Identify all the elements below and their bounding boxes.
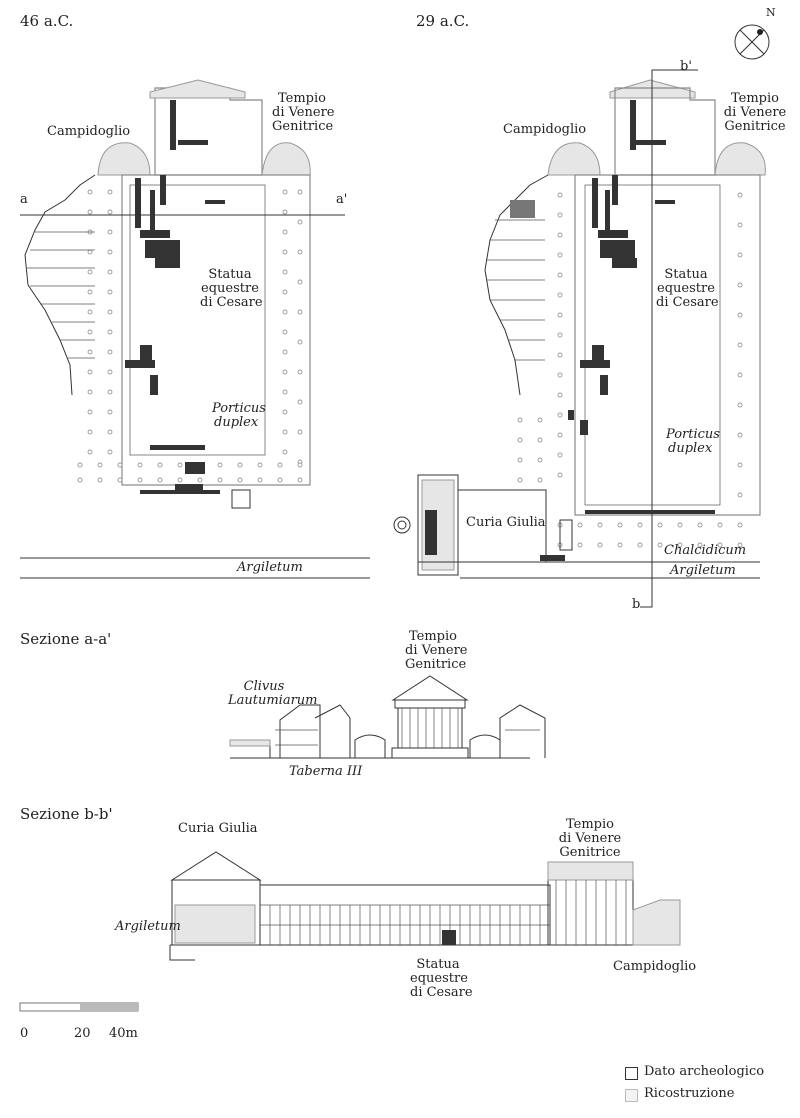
section-bb-tempio-line1: Tempio xyxy=(566,817,614,832)
legend-swatch-ricostruzione xyxy=(625,1089,638,1102)
plan-date-right: 29 a.C. xyxy=(416,12,470,30)
label-statua-left-line1: Statua xyxy=(208,267,252,282)
legend-item-ricostruzione: Ricostruzione xyxy=(625,1086,795,1108)
plan-date-left: 46 a.C. xyxy=(20,12,74,30)
section-aa-clivus-line2: Lautumiarum xyxy=(228,693,318,708)
section-bb-statua-line3: di Cesare xyxy=(410,985,473,1000)
section-bb-statua: Statua equestre di Cesare xyxy=(410,957,473,1000)
section-bb-statua-line1: Statua xyxy=(416,957,460,972)
label-porticus-right-line1: Porticus xyxy=(666,427,720,442)
section-bb-tempio: Tempio di Venere Genitrice xyxy=(558,818,622,860)
label-tempio-right-line3: Genitrice xyxy=(724,119,786,134)
label-statua-right-line1: Statua xyxy=(664,267,708,282)
label-statua-left: Statua equestre di Cesare xyxy=(200,267,263,310)
curia-giulia-plan xyxy=(393,474,573,576)
remains-left xyxy=(125,100,225,494)
colonnade-left xyxy=(87,189,113,455)
label-argiletum-left: Argiletum xyxy=(237,560,303,575)
label-tempio-right-line1: Tempio xyxy=(731,91,779,106)
label-statua-right-line3: di Cesare xyxy=(656,295,719,310)
section-mark-b-prime: b' xyxy=(680,59,692,74)
section-bb-columns xyxy=(269,905,541,945)
section-mark-a: a xyxy=(20,192,28,207)
scale-label-40m: 40m xyxy=(109,1026,138,1041)
scale-label-20: 20 xyxy=(74,1026,91,1041)
label-tempio-left-line1: Tempio xyxy=(278,91,326,106)
section-mark-b: b xyxy=(632,597,641,612)
label-curia-right: Curia Giulia xyxy=(466,515,546,530)
scale-bar-graphic xyxy=(19,1002,139,1012)
section-aa-tempio-line2: di Venere xyxy=(405,643,468,658)
label-statua-left-line2: equestre xyxy=(201,281,259,296)
north-label: N xyxy=(766,6,776,19)
scale-label-0: 0 xyxy=(20,1026,29,1041)
label-porticus-left: Porticus duplex xyxy=(212,402,266,430)
label-tempio-right-line2: di Venere xyxy=(723,105,787,120)
label-campidoglio-right: Campidoglio xyxy=(503,122,587,137)
section-bb-argiletum: Argiletum xyxy=(115,919,181,934)
section-aa-clivus-line1: Clivus xyxy=(243,679,285,694)
label-campidoglio-left: Campidoglio xyxy=(47,124,131,139)
label-statua-left-line3: di Cesare xyxy=(200,295,263,310)
legend-swatch-archeologico xyxy=(625,1067,638,1080)
plan-29-bc xyxy=(393,24,770,608)
label-chalcidicum: Chalcidicum xyxy=(664,543,747,558)
plan-46-bc xyxy=(20,79,370,579)
section-bb-drawing xyxy=(169,851,681,961)
legend-label-ricostruzione: Ricostruzione xyxy=(644,1086,735,1101)
section-aa-taberna: Taberna III xyxy=(289,764,363,779)
label-statua-right: Statua equestre di Cesare xyxy=(656,267,719,310)
legend-label-archeologico: Dato archeologico xyxy=(644,1064,765,1079)
section-aa-tempio-line3: Genitrice xyxy=(405,657,467,672)
section-bb-statua-line2: equestre xyxy=(410,971,468,986)
colonnade-right xyxy=(282,189,303,465)
colonnade-bottom xyxy=(77,462,303,483)
section-bb-title: Sezione b-b' xyxy=(20,805,113,823)
label-statua-right-line2: equestre xyxy=(657,281,715,296)
legend-item-archeologico: Dato archeologico xyxy=(625,1064,795,1086)
section-aa-drawing xyxy=(229,675,546,759)
label-porticus-left-line1: Porticus xyxy=(212,401,266,416)
section-bb-tempio-line3: Genitrice xyxy=(559,845,621,860)
section-aa-tempio-line1: Tempio xyxy=(409,629,457,644)
legend: Dato archeologico Ricostruzione xyxy=(625,1064,795,1108)
north-arrow-graphic xyxy=(734,24,770,60)
label-porticus-left-line2: duplex xyxy=(214,415,259,430)
colonnade-right-plan xyxy=(517,192,743,548)
section-bb-tempio-line2: di Venere xyxy=(558,831,622,846)
section-bb-curia: Curia Giulia xyxy=(178,821,258,836)
section-aa-title: Sezione a-a' xyxy=(20,630,112,648)
label-tempio-left: Tempio di Venere Genitrice xyxy=(272,91,335,134)
section-bb-campidoglio: Campidoglio xyxy=(613,959,697,974)
label-tempio-left-line3: Genitrice xyxy=(272,119,334,134)
remains-right xyxy=(510,100,715,514)
label-tempio-right: Tempio di Venere Genitrice xyxy=(722,92,788,134)
label-porticus-right: Porticus duplex xyxy=(666,428,720,456)
section-aa-tempio: Tempio di Venere Genitrice xyxy=(405,629,468,672)
label-argiletum-right: Argiletum xyxy=(670,563,736,578)
section-mark-a-prime: a' xyxy=(336,192,348,207)
label-porticus-right-line2: duplex xyxy=(668,441,713,456)
label-tempio-left-line2: di Venere xyxy=(272,105,335,120)
section-aa-clivus: Clivus Lautumiarum xyxy=(228,679,318,708)
